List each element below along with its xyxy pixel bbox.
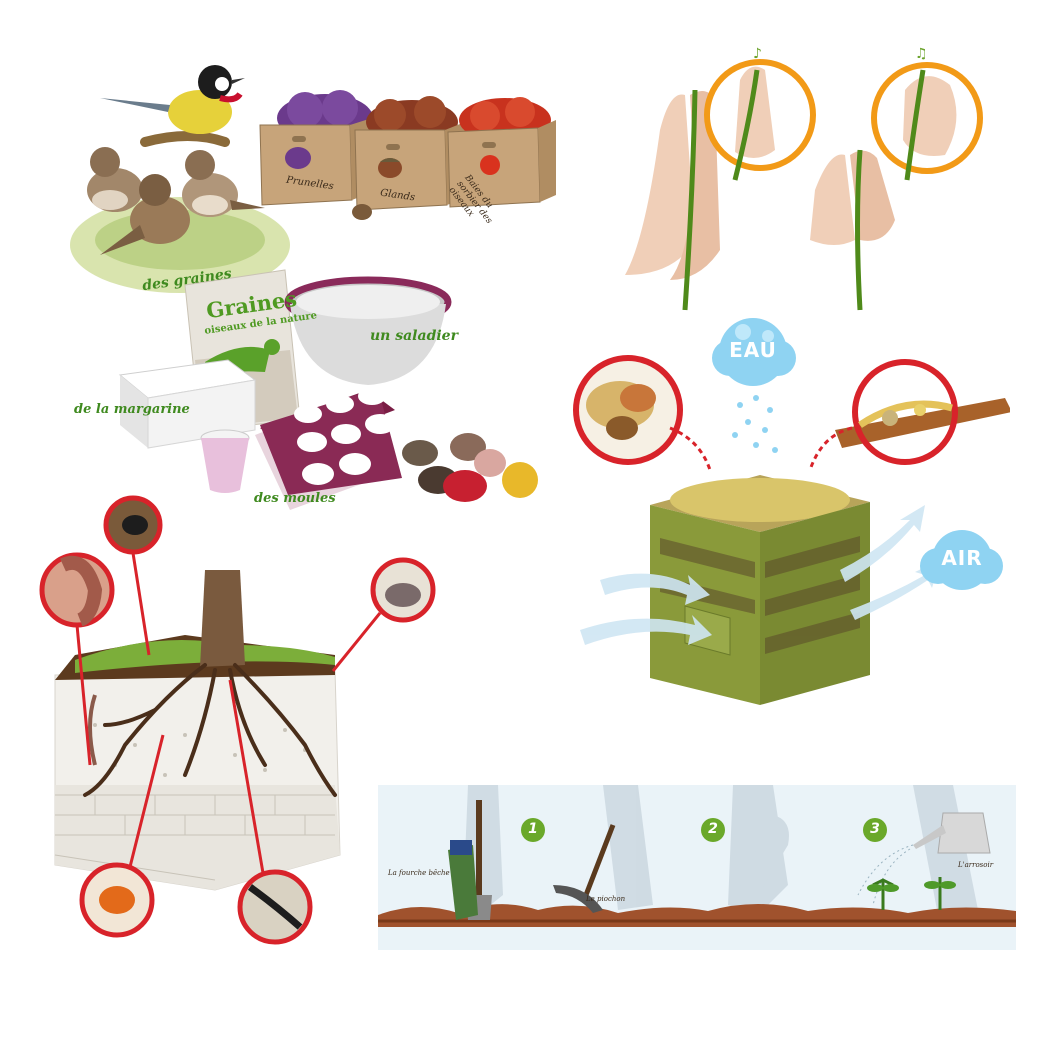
birds-food-panel: Prunelles Glands Baies du sorbier des oi… xyxy=(50,50,560,510)
garden-steps-panel: 1 2 3 La fourche bêche Le piochon L'arro… xyxy=(378,785,1016,950)
mould-tray xyxy=(255,387,402,510)
garden-steps-illustration xyxy=(378,785,1016,950)
detail-ring-centipede xyxy=(237,869,313,945)
detail-ring-mite xyxy=(79,862,155,938)
crate-glands xyxy=(354,96,465,211)
sparrow-bird xyxy=(182,150,265,217)
compost-illustration xyxy=(573,318,1010,705)
watering-can xyxy=(857,812,991,906)
detail-ring-beetle xyxy=(103,495,163,555)
fork-spade xyxy=(448,800,492,920)
music-note-icon: ♫ xyxy=(915,46,928,62)
yoghurt-pot xyxy=(200,429,250,493)
music-note-icon: ♪ xyxy=(753,46,762,62)
air-cloud xyxy=(920,530,1003,590)
step-number-3: 3 xyxy=(870,821,880,837)
grass-whistle-panel: ♪ ♫ xyxy=(615,40,1005,330)
pickaxe xyxy=(553,824,616,913)
fat-balls xyxy=(402,433,538,502)
step-circle-3 xyxy=(863,818,887,842)
step-circle-1 xyxy=(521,818,545,842)
hands-pressed xyxy=(625,89,720,311)
tree-roots xyxy=(83,663,337,797)
detail-ring-leaves xyxy=(573,355,683,465)
water-cloud xyxy=(712,318,796,386)
caption-moulds: des moules xyxy=(254,491,336,506)
detail-ring-scraps xyxy=(835,359,1010,465)
detail-ring-worm xyxy=(39,552,115,628)
detail-ring-right: ♫ xyxy=(871,46,983,181)
tree-trunk xyxy=(200,570,245,667)
tool-label-pick: Le piochon xyxy=(586,895,626,903)
sparrow-bird xyxy=(100,174,190,255)
compost-panel: EAU AIR xyxy=(560,310,1010,710)
soil-illustration xyxy=(39,495,436,945)
step-number-1: 1 xyxy=(528,821,538,837)
crate-sorbier xyxy=(447,97,556,208)
step-number-2: 2 xyxy=(708,821,718,837)
seedlings xyxy=(867,877,956,910)
birds-food-illustration xyxy=(70,65,556,510)
soil-panel xyxy=(35,495,465,955)
detail-ring-woodlouse xyxy=(370,557,436,623)
air-flow-arrows xyxy=(580,505,940,645)
salad-bowl xyxy=(284,276,452,385)
detail-ring-left: ♪ xyxy=(704,46,816,181)
water-label: EAU xyxy=(729,338,777,362)
sparrow-bird xyxy=(87,147,143,212)
water-drops xyxy=(732,395,778,453)
great-tit-bird xyxy=(100,65,245,134)
caption-bowl: un saladier xyxy=(370,328,458,344)
step-circle-2 xyxy=(701,818,725,842)
grass-whistle-illustration: ♪ ♫ xyxy=(625,46,983,311)
air-label: AIR xyxy=(941,546,983,570)
hands-thumbs xyxy=(810,149,895,311)
caption-margarine: de la margarine xyxy=(74,402,190,417)
tool-label-can: L'arrosoir xyxy=(958,861,994,869)
tool-label-fork: La fourche bêche xyxy=(388,869,450,877)
